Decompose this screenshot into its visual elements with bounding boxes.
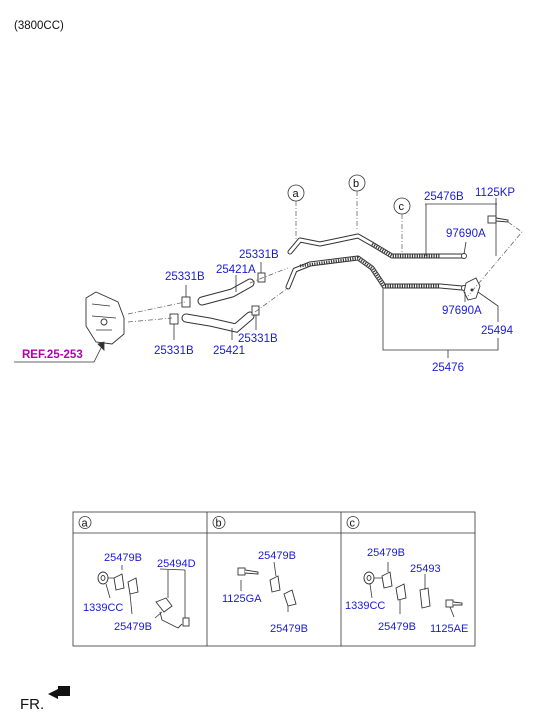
- label-97690a-bottom: 97690A: [442, 305, 482, 317]
- detail-a-label-4: 25479B: [114, 621, 152, 633]
- detail-table: [72, 511, 476, 647]
- ref-arrow: [93, 341, 105, 363]
- label-1125kp: 1125KP: [475, 187, 515, 199]
- leader-25476: [382, 288, 499, 358]
- detail-c-parts: [363, 562, 463, 618]
- front-arrow-icon: [48, 686, 70, 699]
- clamp-top: [257, 272, 266, 283]
- upper-cooler-tube: [287, 233, 467, 259]
- hose-25421: [181, 311, 255, 333]
- detail-c-label-5: 1125AE: [430, 623, 468, 635]
- detail-b-parts: [237, 561, 297, 612]
- label-25331b-bl: 25331B: [154, 345, 194, 357]
- label-97690a-top: 97690A: [446, 228, 486, 240]
- front-direction-label: FR.: [20, 696, 44, 713]
- clamp-left: [181, 296, 191, 308]
- engine-spec-label: (3800CC): [14, 20, 64, 32]
- detail-a-label-3: 1339CC: [83, 602, 123, 614]
- ref-label: REF.25-253: [22, 349, 83, 361]
- tube-bracket: [463, 277, 481, 301]
- lower-cooler-tube: [285, 255, 467, 291]
- hose-route-dash-upper: [127, 267, 289, 315]
- label-25421a: 25421A: [216, 264, 256, 276]
- detail-tab-c: c: [346, 516, 360, 530]
- radiator-bracket-ref: [85, 291, 125, 345]
- svg-text:b: b: [353, 178, 359, 190]
- svg-text:a: a: [293, 188, 300, 200]
- label-25331b-left: 25331B: [165, 271, 205, 283]
- label-25476: 25476: [432, 362, 464, 374]
- detail-b-label-1: 25479B: [258, 550, 296, 562]
- label-25331b-br: 25331B: [238, 333, 278, 345]
- svg-text:c: c: [350, 518, 356, 530]
- clamp-bottom-right: [251, 305, 260, 316]
- label-25494: 25494: [481, 325, 514, 337]
- detail-b-label-3: 25479B: [270, 623, 308, 635]
- label-25421: 25421: [213, 345, 245, 357]
- hose-route-dash-lower: [127, 287, 289, 323]
- detail-c-label-2: 25493: [410, 563, 441, 575]
- detail-tab-a: a: [78, 516, 92, 530]
- callout-b: b: [348, 174, 366, 192]
- hose-25421a: [197, 278, 255, 306]
- leader-97690a-top: [463, 241, 467, 255]
- detail-b-label-2: 1125GA: [222, 593, 262, 605]
- leader-25494: [477, 291, 499, 322]
- label-25476b: 25476B: [424, 191, 464, 203]
- callout-c: c: [393, 197, 411, 215]
- svg-text:b: b: [216, 518, 222, 530]
- bolt-1125kp: [487, 215, 509, 224]
- bolt-dash-line: [467, 221, 523, 297]
- detail-tab-b: b: [212, 516, 226, 530]
- detail-c-label-3: 1339CC: [345, 600, 385, 612]
- svg-text:c: c: [399, 201, 405, 213]
- detail-a-label-1: 25479B: [104, 552, 142, 564]
- detail-a-parts: [97, 565, 190, 629]
- label-25331b-top: 25331B: [239, 249, 279, 261]
- detail-a-label-2: 25494D: [157, 558, 196, 570]
- detail-c-label-4: 25479B: [378, 621, 416, 633]
- clamp-bottom-left: [169, 313, 179, 325]
- callout-a: a: [287, 184, 305, 202]
- detail-c-label-1: 25479B: [367, 547, 405, 559]
- svg-text:a: a: [82, 518, 89, 530]
